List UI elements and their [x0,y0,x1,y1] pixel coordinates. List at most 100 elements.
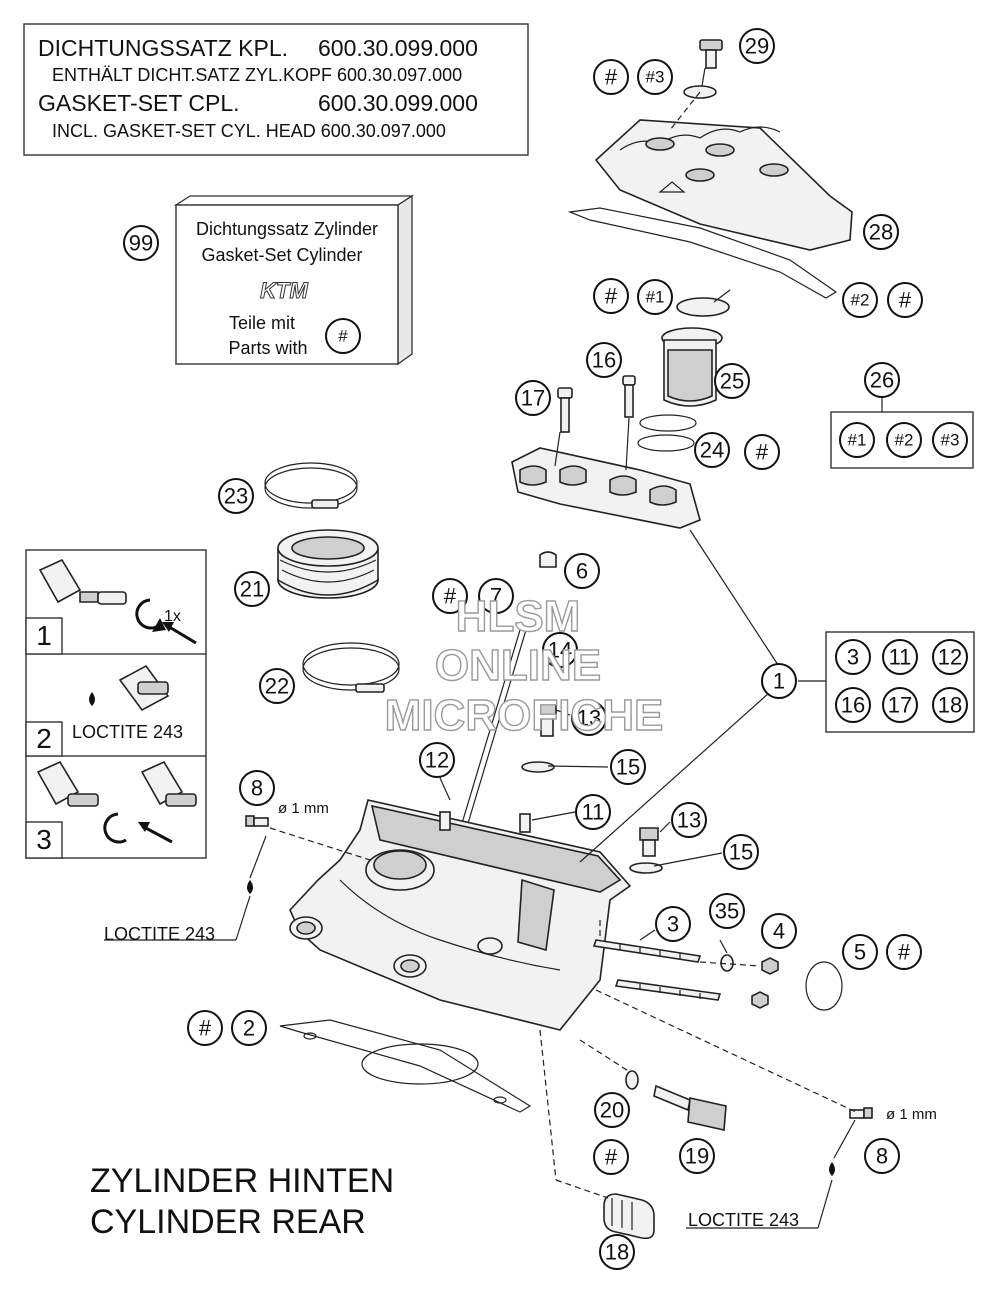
svg-text:12: 12 [425,748,449,773]
callout-18: 18 [599,1234,635,1270]
step-3-number: 3 [36,824,52,855]
leader-lines [104,91,857,1229]
callout-hash2: #2 [842,282,878,318]
svg-text:25: 25 [720,369,744,394]
ktm-logo: KTM [260,278,308,303]
svg-text:99: 99 [129,231,153,256]
svg-text:11: 11 [889,645,912,670]
svg-text:26: 26 [870,368,894,393]
stud-3-lower [614,979,722,1001]
step-2-number: 2 [36,723,52,754]
callout-15-right: 15 [723,834,759,870]
set-1-item-3: 12 [932,639,968,675]
svg-text:8: 8 [251,776,263,801]
header-line2: ENTHÄLT DICHT.SATZ ZYL.KOPF 600.30.097.0… [52,65,462,85]
cylinder-head-fragment-icon [36,760,80,806]
valve-cover-gasket [567,207,838,299]
callout-25: 25 [714,363,750,399]
svg-text:6: 6 [576,559,588,584]
svg-text:#: # [605,1145,618,1170]
kit-title-en: Gasket-Set Cylinder [201,245,362,265]
callout-23: 23 [218,478,254,514]
svg-text:29: 29 [745,34,769,59]
callout-hash-7: # [432,578,468,614]
svg-text:3: 3 [667,912,679,937]
callout-4: 4 [761,913,797,949]
loctite-note-left: LOCTITE 243 [104,924,215,944]
kit-parts-de: Teile mit [229,313,295,333]
o-ring-lower [637,434,695,452]
washer-15-right [629,862,663,874]
callout-hash-top: # [593,59,629,95]
svg-text:#3: #3 [646,68,665,87]
callout-19: 19 [679,1138,715,1174]
svg-text:#3: #3 [941,431,960,450]
svg-text:#2: #2 [895,431,914,450]
step-1-number: 1 [36,620,52,651]
sealing-ring-20 [625,1070,639,1090]
svg-text:12: 12 [938,645,962,670]
bolt-13-right [639,827,659,857]
svg-text:28: 28 [869,220,893,245]
bolt-16 [622,375,636,418]
set-26-item-3: #3 [932,422,968,458]
cylinder-head [289,799,632,1031]
svg-text:#: # [199,1016,212,1041]
callout-hash-upper-left: # [593,278,629,314]
svg-text:#: # [338,327,348,346]
svg-text:20: 20 [600,1098,624,1123]
svg-text:7: 7 [490,584,502,609]
washer-15-upper [521,761,555,773]
callout-8-left: 8 [239,770,275,806]
set-1-item-6: 18 [932,687,968,723]
jet-8-right [849,1107,873,1119]
loctite-drop-icon [89,692,95,706]
bolt-17 [557,387,573,433]
diameter-note-left: ø 1 mm [278,800,329,817]
svg-text:#: # [899,288,912,313]
svg-text:#: # [444,584,457,609]
svg-text:21: 21 [240,577,264,602]
svg-text:13: 13 [577,706,601,731]
watermark-line1: HLSM [456,592,581,641]
cylinder-head-fragment-icon [38,558,82,604]
callout-29: 29 [739,28,775,64]
rotate-arrow-icon [103,812,127,844]
stud-3-upper [592,939,702,963]
svg-text:18: 18 [938,693,962,718]
callout-17: 17 [515,380,551,416]
watermark-line2: ONLINE [435,641,601,690]
svg-text:19: 19 [685,1144,709,1169]
hose-clamp-lower [302,642,400,693]
step-3: 3 [25,760,197,859]
callout-15-upper: 15 [610,749,646,785]
callout-hash-5: # [886,934,922,970]
callout-13-upper: 13 [571,700,607,736]
callout-24: 24 [694,432,730,468]
svg-text:17: 17 [521,386,545,411]
jet-icon [67,793,99,807]
step-2-label: LOCTITE 243 [72,722,183,742]
svg-text:17: 17 [888,693,912,718]
svg-text:2: 2 [243,1016,255,1041]
callout-6: 6 [564,553,600,589]
pointer-arrow-icon [141,824,173,844]
svg-text:4: 4 [773,919,785,944]
kit-parts-symbol: # [325,318,361,354]
svg-text:13: 13 [677,808,701,833]
cap-nut-6 [539,551,557,568]
svg-text:#: # [898,940,911,965]
callout-hash1: #1 [637,279,673,315]
callout-8-right: 8 [864,1138,900,1174]
header-line3-label: GASKET-SET CPL. [38,90,240,116]
bolt-13-upper [537,703,557,737]
svg-text:22: 22 [265,674,289,699]
rotate-arrow-icon [135,598,159,630]
loctite-drop-left-icon [247,880,253,894]
kit-parts-en: Parts with [228,338,307,358]
watermark: HLSM ONLINE MICROFICHE [384,591,664,740]
jet-icon [137,681,169,695]
gasket-set-header: DICHTUNGSSATZ KPL. 600.30.099.000 ENTHÄL… [23,23,529,156]
plug-icon [79,591,99,603]
hose-clamp-upper [264,462,358,509]
